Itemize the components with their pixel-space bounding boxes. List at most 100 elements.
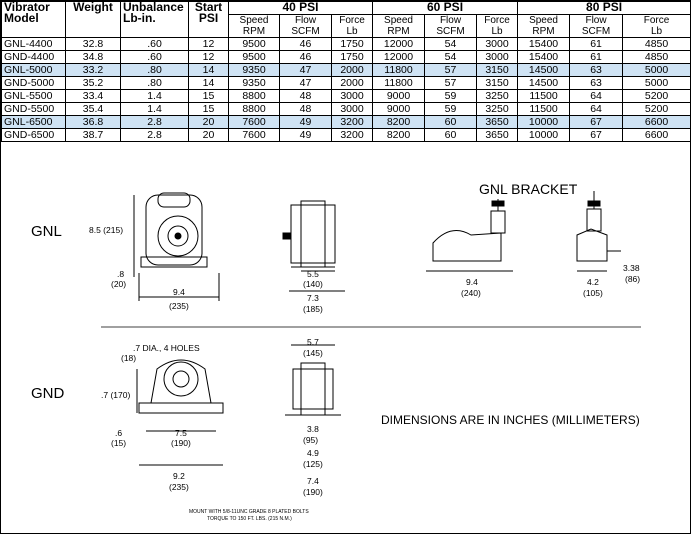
cell-value: 67 — [569, 128, 624, 142]
gnd-s1-in: 3.8 — [307, 424, 319, 434]
cell-weight: 36.8 — [65, 115, 121, 129]
cell-value: 49 — [279, 115, 332, 129]
cell-value: 11500 — [517, 89, 571, 103]
gnl-side1-mm: (140) — [303, 279, 323, 289]
cell-unbalance: .80 — [120, 76, 189, 90]
cell-value: 4850 — [622, 50, 691, 64]
cell-value: 2000 — [330, 63, 374, 77]
gnd-holes-mm: (18) — [121, 353, 136, 363]
cell-value: 64 — [569, 102, 624, 116]
cell-value: 5200 — [622, 89, 691, 103]
cell-value: 9500 — [228, 37, 280, 51]
cell-value: 3200 — [330, 115, 374, 129]
cell-value: 46 — [279, 50, 332, 64]
cell-value: 46 — [279, 37, 332, 51]
mount-note-2: TORQUE TO 150 FT. LBS. (215 N.M.) — [207, 516, 292, 522]
gnd-side-view — [285, 344, 341, 416]
cell-value: 2000 — [330, 76, 374, 90]
gnd-base-mm: (15) — [111, 438, 126, 448]
cell-value: 59 — [424, 89, 478, 103]
cell-model: GND-4400 — [1, 50, 66, 64]
gnd-w1-mm: (190) — [171, 438, 191, 448]
gnd-s3-mm: (190) — [303, 487, 323, 497]
cell-value: 57 — [424, 76, 478, 90]
cell-weight: 35.2 — [65, 76, 121, 90]
mount-note-1: MOUNT WITH 5/8-11UNC GRADE 8 PLATED BOLT… — [189, 509, 309, 515]
cell-unbalance: .80 — [120, 63, 189, 77]
gnl-width-mm: (235) — [169, 301, 189, 311]
bracket-side1-in: 4.2 — [587, 277, 599, 287]
cell-model: GND-6500 — [1, 128, 66, 142]
cell-value: 48 — [279, 89, 332, 103]
cell-weight: 32.8 — [65, 37, 121, 51]
cell-value: 11500 — [517, 102, 571, 116]
cell-value: 64 — [569, 89, 624, 103]
cell-value: 3150 — [476, 63, 519, 77]
cell-value: 3000 — [330, 89, 374, 103]
cell-value: 3250 — [476, 102, 519, 116]
cell-value: 57 — [424, 63, 478, 77]
gnd-s3-in: 7.4 — [307, 476, 319, 486]
header-40psi: 40 PSI — [227, 1, 374, 15]
cell-value: 14500 — [517, 63, 571, 77]
gnd-w2-in: 9.2 — [173, 471, 185, 481]
cell-value: 8800 — [228, 102, 280, 116]
cell-value: 63 — [569, 63, 624, 77]
cell-unbalance: 2.8 — [120, 128, 189, 142]
cell-value: 49 — [279, 128, 332, 142]
cell-value: 8200 — [372, 115, 426, 129]
cell-model: GNL-4400 — [1, 37, 66, 51]
cell-start: 12 — [188, 50, 229, 64]
cell-value: 8200 — [372, 128, 426, 142]
gnl-label: GNL — [31, 223, 62, 240]
cell-value: 12000 — [372, 50, 426, 64]
gnd-w1-in: 7.5 — [175, 428, 187, 438]
cell-value: 11800 — [372, 63, 426, 77]
bracket-side1-mm: (105) — [583, 288, 603, 298]
gnd-s2-in: 4.9 — [307, 448, 319, 458]
cell-value: 9500 — [228, 50, 280, 64]
cell-value: 9000 — [372, 102, 426, 116]
gnl-base-mm: (20) — [111, 279, 126, 289]
cell-value: 11800 — [372, 76, 426, 90]
cell-model: GND-5500 — [1, 102, 66, 116]
cell-value: 10000 — [517, 128, 571, 142]
cell-value: 3650 — [476, 128, 519, 142]
header-60psi: 60 PSI — [372, 1, 519, 15]
cell-value: 9000 — [372, 89, 426, 103]
cell-value: 61 — [569, 37, 624, 51]
cell-value: 6600 — [622, 115, 691, 129]
gnl-height-dim: 8.5 (215) — [89, 225, 123, 235]
header-weight: Weight — [65, 1, 121, 38]
gnl-front-view — [133, 192, 220, 301]
gnd-base-in: .6 — [115, 428, 122, 438]
cell-value: 15400 — [517, 37, 571, 51]
cell-weight: 33.4 — [65, 89, 121, 103]
cell-value: 63 — [569, 76, 624, 90]
gnd-s1-mm: (95) — [303, 435, 318, 445]
cell-value: 9350 — [228, 76, 280, 90]
cell-value: 59 — [424, 102, 478, 116]
cell-value: 8800 — [228, 89, 280, 103]
dimensions-note: DIMENSIONS ARE IN INCHES (MILLIMETERS) — [381, 413, 640, 427]
cell-start: 14 — [188, 76, 229, 90]
bracket-side2-in: 3.38 — [623, 263, 640, 273]
gnl-side2-mm: (185) — [303, 304, 323, 314]
dimension-drawing: GNL GND GNL BRACKET DIMENSIONS ARE IN IN… — [31, 181, 641, 522]
cell-value: 3250 — [476, 89, 519, 103]
